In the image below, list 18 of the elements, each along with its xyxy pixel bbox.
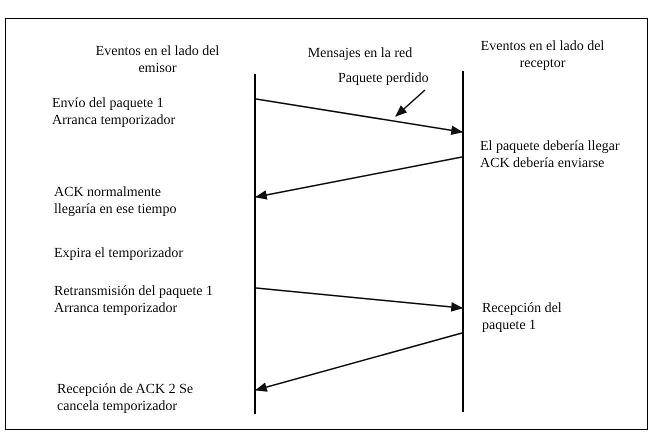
event-text: Expira el temporizador xyxy=(54,245,184,262)
event-text: El paquete debería llegar ACK debería enviarse xyxy=(480,138,621,172)
column-heading: Eventos en el lado del emisor xyxy=(95,43,220,77)
message-arrow xyxy=(256,98,464,136)
message-arrow xyxy=(254,156,462,200)
event-text: Recepción del paquete 1 xyxy=(482,300,563,334)
event-text: ACK normalmente llegaría en ese tiempo xyxy=(54,184,178,218)
event-text: Recepción de ACK 2 Se cancela temporizador xyxy=(57,381,194,415)
column-heading: Mensajes en la red xyxy=(306,45,414,62)
leader-arrow xyxy=(395,89,426,117)
annotation-text: Paquete perdido xyxy=(338,70,458,87)
event-text: Retransmisión del paquete 1 Arranca temporizador xyxy=(54,283,214,317)
event-text: Envío del paquete 1 Arranca temporizador xyxy=(52,95,176,129)
message-arrow xyxy=(254,332,462,392)
lifeline xyxy=(462,71,464,412)
lifeline xyxy=(254,74,256,414)
message-arrow xyxy=(256,287,464,312)
column-heading: Eventos en el lado del receptor xyxy=(480,38,605,72)
